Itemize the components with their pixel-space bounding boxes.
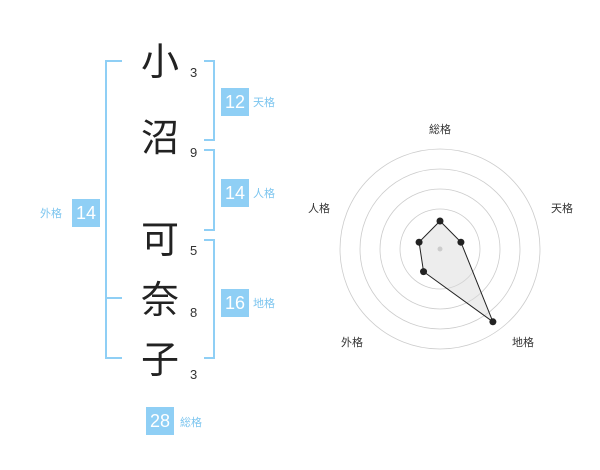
- radar-point-4: [420, 268, 428, 276]
- name-char-4: 奈: [140, 278, 179, 322]
- radar-ring-3: [379, 188, 501, 310]
- jinkaku-value: 14: [221, 179, 249, 207]
- tenkaku-label: 天格: [253, 96, 275, 109]
- radar-label-gaikaku: 外格: [341, 336, 363, 349]
- radar-point-3: [489, 318, 497, 326]
- chikaku-bracket: [204, 239, 215, 359]
- radar-ring-1: [339, 148, 541, 350]
- stroke-count-3: 5: [190, 243, 198, 258]
- chikaku-value: 16: [221, 289, 249, 317]
- soukaku-value: 28: [146, 407, 174, 435]
- stroke-count-2: 9: [190, 145, 198, 160]
- radar-point-2: [457, 238, 465, 246]
- stroke-count-4: 8: [190, 305, 198, 320]
- radar-point-5: [415, 238, 423, 246]
- name-char-2: 沼: [140, 116, 179, 160]
- radar-ring-4: [399, 208, 481, 290]
- soukaku-label: 総格: [180, 416, 202, 429]
- radar-label-tenkaku: 天格: [551, 202, 573, 215]
- radar-point-1: [436, 217, 444, 225]
- radar-polygon: [418, 220, 495, 324]
- radar-center: [437, 246, 443, 252]
- radar-ring-2: [359, 168, 521, 330]
- radar-label-jinkaku: 人格: [308, 202, 330, 215]
- radar-label-chikaku: 地格: [512, 336, 534, 349]
- tenkaku-bracket: [204, 60, 215, 141]
- gaikaku-bracket: [105, 60, 122, 359]
- gaikaku-value: 14: [72, 199, 100, 227]
- tenkaku-value: 12: [221, 88, 249, 116]
- jinkaku-label: 人格: [253, 187, 275, 200]
- gaikaku-label: 外格: [40, 207, 62, 220]
- stroke-count-1: 3: [190, 65, 198, 80]
- name-char-1: 小: [140, 40, 179, 84]
- stroke-count-5: 3: [190, 367, 198, 382]
- radar-label-soukaku: 総格: [429, 123, 451, 136]
- jinkaku-bracket: [204, 149, 215, 231]
- name-char-5: 子: [140, 338, 179, 382]
- chikaku-label: 地格: [253, 297, 275, 310]
- name-char-3: 可: [140, 218, 179, 262]
